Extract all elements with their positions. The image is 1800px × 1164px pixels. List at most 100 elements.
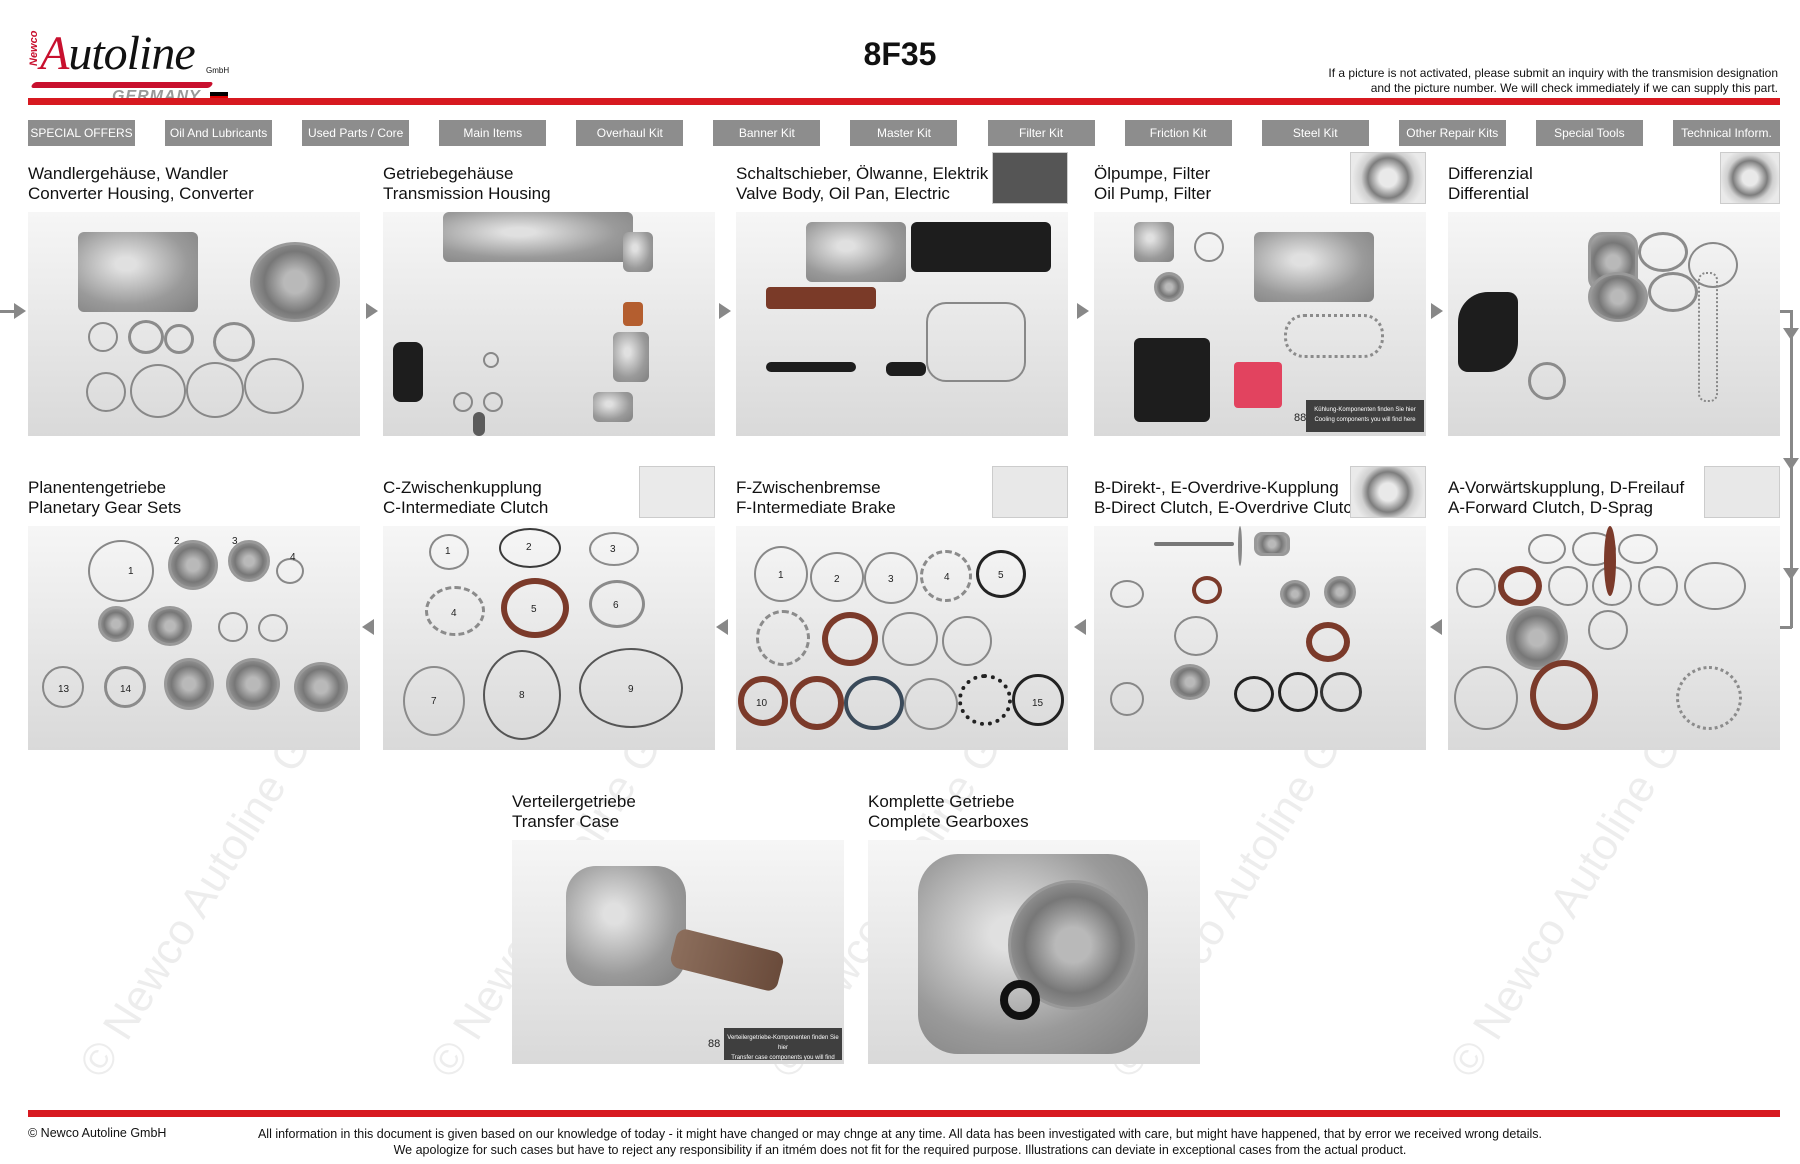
flow-arrow-down (1783, 328, 1799, 340)
nav-main-items[interactable]: Main Items (439, 120, 547, 146)
notice-line-1: If a picture is not activated, please su… (1328, 66, 1778, 80)
nav-steel-kit[interactable]: Steel Kit (1261, 120, 1369, 146)
part-number: 9 (628, 684, 634, 695)
part-number: 14 (120, 684, 132, 695)
parts-photo[interactable] (1448, 526, 1780, 750)
nav-banner-kit[interactable]: Banner Kit (713, 120, 821, 146)
nav-used-parts[interactable]: Used Parts / Core (302, 120, 410, 146)
flow-line (1780, 626, 1792, 629)
title-de: C-Zwischenkupplung (383, 478, 542, 497)
company-logo[interactable]: Newco Autoline GmbH GERMANY (28, 27, 229, 105)
nav-master-kit[interactable]: Master Kit (850, 120, 958, 146)
title-en: Complete Gearboxes (868, 812, 1029, 831)
title-de: Differenzial (1448, 164, 1533, 183)
part-number: 3 (610, 544, 616, 555)
title-en: Converter Housing, Converter (28, 184, 254, 203)
section-thumbnail[interactable] (992, 466, 1068, 518)
title-en: Planetary Gear Sets (28, 498, 182, 517)
title-de: Schaltschieber, Ölwanne, Elektrik (736, 164, 989, 183)
part-number: 1 (128, 566, 134, 577)
section-thumbnail[interactable] (992, 152, 1068, 204)
part-number: 8 (519, 690, 525, 701)
title-de: A-Vorwärtskupplung, D-Freilauf (1448, 478, 1685, 497)
notice-line-2: and the picture number. We will check im… (1370, 81, 1778, 95)
part-number: 13 (58, 684, 70, 695)
nav-special-tools[interactable]: Special Tools (1535, 120, 1643, 146)
flow-arrow-down (1783, 568, 1799, 580)
part-number: 7 (431, 696, 437, 707)
part-number: 3 (888, 574, 894, 585)
part-number: 2 (834, 574, 840, 585)
nav-special-offers[interactable]: SPECIAL OFFERS (28, 120, 135, 146)
title-en: Valve Body, Oil Pan, Electric (736, 184, 950, 203)
flow-arrow-right (719, 303, 731, 319)
section-thumbnail[interactable] (1720, 152, 1780, 204)
parts-photo[interactable] (1448, 212, 1780, 436)
title-en: F-Intermediate Brake (736, 498, 896, 517)
inquiry-notice: If a picture is not activated, please su… (1238, 66, 1778, 96)
flow-arrow-right (1431, 303, 1443, 319)
parts-photo[interactable]: 1 2 3 4 5 10 15 (736, 526, 1068, 750)
title-de: Ölpumpe, Filter (1094, 164, 1211, 183)
part-number: 3 (232, 536, 238, 547)
footer-disclaimer: All information in this document is give… (210, 1126, 1590, 1158)
parts-photo[interactable] (383, 212, 715, 436)
flow-arrow-left (1430, 619, 1442, 635)
product-photo[interactable]: Verteilergetriebe-Komponenten finden Sie… (512, 840, 844, 1064)
part-number: 2 (174, 536, 180, 547)
part-number: 4 (451, 608, 457, 619)
part-number: 6 (613, 600, 619, 611)
flow-arrow-left (362, 619, 374, 635)
nav-technical-inform[interactable]: Technical Inform. (1672, 120, 1780, 146)
title-en: A-Forward Clutch, D-Sprag (1448, 498, 1654, 517)
part-number: 4 (944, 572, 950, 583)
part-number: 4 (290, 552, 296, 563)
logo-brand: Autoline (40, 27, 196, 80)
part-number: 5 (531, 604, 537, 615)
section-thumbnail[interactable] (639, 466, 715, 518)
section-thumbnail[interactable] (1704, 466, 1780, 518)
parts-photo[interactable]: 1 2 3 4 13 14 (28, 526, 360, 750)
footer-rule (28, 1110, 1780, 1117)
parts-photo[interactable]: 1 2 3 4 5 6 7 8 9 (383, 526, 715, 750)
section-thumbnail[interactable] (1350, 152, 1426, 204)
parts-photo[interactable] (1094, 526, 1426, 750)
page-title: 8F35 (863, 36, 937, 72)
nav-friction-kit[interactable]: Friction Kit (1124, 120, 1232, 146)
parts-photo[interactable] (736, 212, 1068, 436)
nav-filter-kit[interactable]: Filter Kit (987, 120, 1095, 146)
title-de: B-Direkt-, E-Overdrive-Kupplung (1094, 478, 1339, 497)
badge-de: Verteilergetriebe-Komponenten finden Sie… (727, 1035, 839, 1051)
title-en: C-Intermediate Clutch (383, 498, 549, 517)
disclaimer-line-1: All information in this document is give… (257, 1127, 1543, 1141)
nav-oil-lubricants[interactable]: Oil And Lubricants (165, 120, 273, 146)
flow-arrow-right (366, 303, 378, 319)
badge-de: Kühlung-Komponenten finden Sie hier (1314, 407, 1416, 413)
badge-number: 88 (1294, 412, 1307, 424)
transfer-case-badge[interactable]: Verteilergetriebe-Komponenten finden Sie… (724, 1028, 842, 1061)
title-de: F-Zwischenbremse (736, 478, 881, 497)
product-photo[interactable] (868, 840, 1200, 1064)
nav-overhaul-kit[interactable]: Overhaul Kit (576, 120, 684, 146)
parts-photo[interactable] (28, 212, 360, 436)
title-de: Getriebegehäuse (383, 164, 514, 183)
part-number: 1 (445, 546, 451, 557)
title-en: Transmission Housing (383, 184, 551, 203)
badge-en: Transfer case components you will find h… (731, 1055, 835, 1061)
nav-other-repair-kits[interactable]: Other Repair Kits (1398, 120, 1506, 146)
section-thumbnail[interactable] (1350, 466, 1426, 518)
badge-number: 88 (708, 1038, 721, 1050)
header-rule (28, 98, 1780, 105)
flow-arrow-right (14, 303, 26, 319)
title-en: Oil Pump, Filter (1094, 184, 1212, 203)
